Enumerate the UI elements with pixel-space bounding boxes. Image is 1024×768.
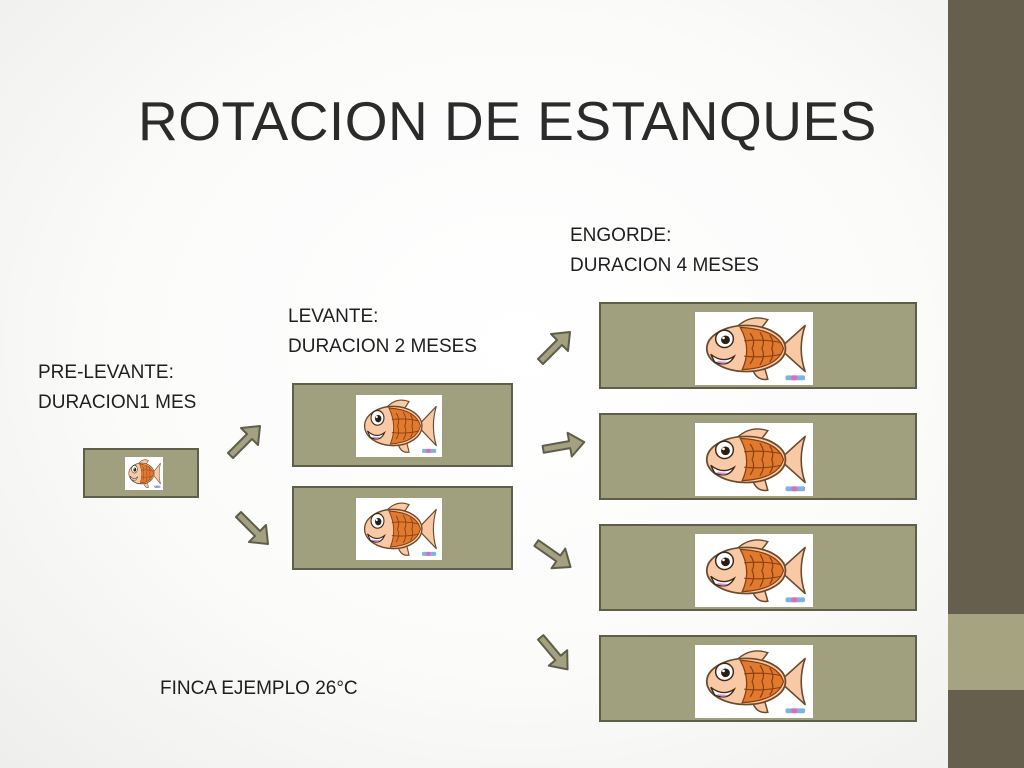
levante-pond-1 [292, 383, 513, 467]
arrow-icon [531, 630, 575, 674]
engorde-pond-4 [599, 635, 917, 722]
fish-icon [125, 457, 163, 490]
sidebar-accent-block [948, 614, 1024, 690]
footer-note: FINCA EJEMPLO 26°C [160, 678, 358, 699]
fish-icon [356, 395, 442, 457]
levante-label: LEVANTE: DURACION 2 MESES [288, 302, 477, 362]
arrow-icon [222, 420, 266, 464]
engorde-duration: DURACION 4 MESES [570, 255, 759, 276]
pre-levante-pond [83, 448, 199, 498]
engorde-pond-2 [599, 413, 917, 500]
engorde-pond-1 [599, 302, 917, 389]
page-title: ROTACION DE ESTANQUES [138, 90, 877, 152]
pre-levante-label: PRE-LEVANTE: DURACION1 MES [38, 358, 196, 418]
pre-levante-duration: DURACION1 MES [38, 392, 197, 413]
arrow-icon [530, 532, 574, 576]
fish-icon [695, 312, 813, 385]
levante-duration: DURACION 2 MESES [288, 336, 477, 357]
levante-pond-2 [292, 486, 513, 570]
fish-icon [695, 645, 813, 718]
pre-levante-stage-name: PRE-LEVANTE: [38, 362, 174, 383]
arrow-icon [230, 506, 274, 550]
engorde-pond-3 [599, 524, 917, 611]
fish-icon [356, 498, 442, 560]
fish-icon [695, 534, 813, 607]
engorde-stage-name: ENGORDE: [570, 225, 672, 246]
arrow-icon [540, 424, 584, 468]
fish-icon [695, 423, 813, 496]
arrow-icon [532, 326, 576, 370]
engorde-label: ENGORDE: DURACION 4 MESES [570, 221, 759, 281]
levante-stage-name: LEVANTE: [288, 306, 379, 327]
